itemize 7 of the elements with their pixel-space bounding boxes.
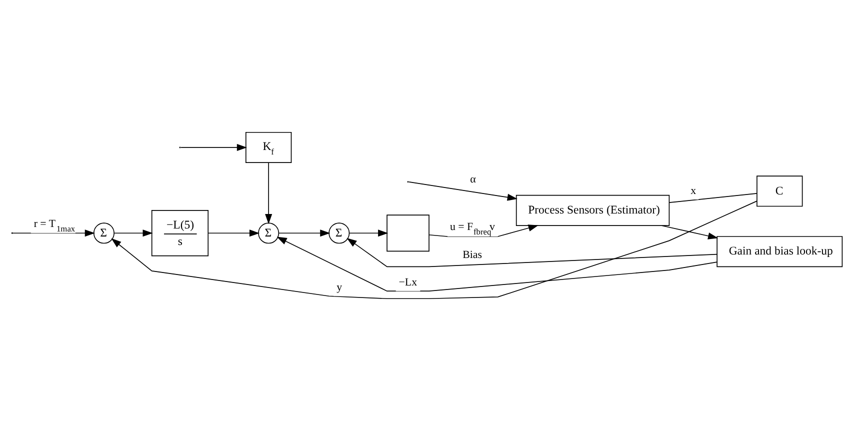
edge-label: y: [336, 281, 342, 294]
edge-label: −Lx: [398, 276, 418, 288]
edge-label: x: [690, 184, 696, 196]
edge-label: α: [470, 172, 476, 185]
edge-label: r = T$_{1max}$: [34, 217, 76, 233]
edge-label: Bias: [462, 248, 482, 260]
edge-label: u = F$_{fbreq}$v: [450, 220, 495, 236]
